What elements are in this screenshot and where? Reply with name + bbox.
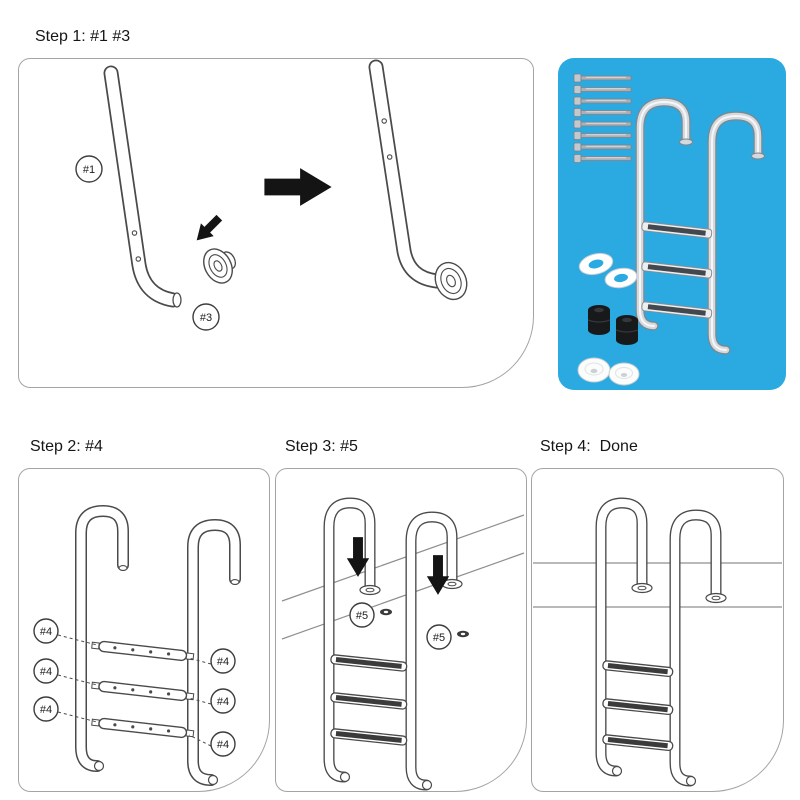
step2-title: Step 2: #4 xyxy=(30,438,103,455)
step4-diagram xyxy=(533,497,782,787)
step-slat xyxy=(330,692,408,710)
step4-title: Step 4: Done xyxy=(540,438,638,455)
svg-text:#4: #4 xyxy=(40,666,52,678)
part-label-4: #4 xyxy=(210,731,236,757)
svg-text:#3: #3 xyxy=(200,312,212,324)
step3-panel: #5 #5 xyxy=(275,468,527,792)
step-slat xyxy=(330,728,408,746)
parts-illustration xyxy=(558,58,786,390)
insert-arrow-icon xyxy=(196,214,223,241)
part-label-3: #3 xyxy=(192,303,220,331)
step1-panel: #1 #3 xyxy=(18,58,534,388)
part-label-4: #4 xyxy=(210,648,236,674)
svg-text:#4: #4 xyxy=(40,626,52,638)
svg-text:#4: #4 xyxy=(40,704,52,716)
ladder-frame xyxy=(323,497,458,791)
part-label-4: #4 xyxy=(33,696,59,722)
step-slat xyxy=(91,680,195,702)
parts-photo-panel xyxy=(558,58,786,390)
down-arrow-icon xyxy=(426,555,450,595)
washers-group xyxy=(578,252,638,289)
step-slat xyxy=(602,698,674,716)
step2-diagram: #4 #4 #4 #4 #4 #4 xyxy=(33,504,241,786)
caps-group xyxy=(577,357,640,386)
step3-diagram: #5 #5 xyxy=(281,497,525,791)
step2-panel: #4 #4 #4 #4 #4 #4 xyxy=(18,468,270,792)
ladder-frame xyxy=(75,504,241,786)
blue-background xyxy=(558,58,786,390)
rail-tube-after xyxy=(368,59,468,301)
pool-deck-edge xyxy=(533,562,782,608)
down-arrow-icon xyxy=(346,537,370,577)
step-slat xyxy=(91,717,195,739)
deck-flange xyxy=(631,582,653,594)
step-slat xyxy=(330,654,408,672)
part-label-4: #4 xyxy=(33,618,59,644)
step4-panel xyxy=(531,468,784,792)
deck-flange xyxy=(705,592,727,604)
part-label-5: #5 xyxy=(349,602,375,628)
svg-text:#4: #4 xyxy=(217,656,229,668)
part-label-1: #1 xyxy=(75,155,103,183)
step3-title: Step 3: #5 xyxy=(285,438,358,455)
escutcheon-icon xyxy=(380,608,392,616)
step-slat xyxy=(602,660,674,678)
cap-part xyxy=(203,248,237,284)
step-slat xyxy=(602,734,674,752)
svg-text:#5: #5 xyxy=(433,632,445,644)
part-label-4: #4 xyxy=(33,658,59,684)
pool-deck-edge xyxy=(281,514,525,640)
product-ladder xyxy=(635,97,765,355)
step-slat xyxy=(91,640,195,662)
ladder-frame xyxy=(595,497,722,787)
svg-text:#5: #5 xyxy=(356,610,368,622)
step1-title: Step 1: #1 #3 xyxy=(35,28,131,45)
step1-diagram: #1 #3 xyxy=(75,59,468,331)
part-label-4: #4 xyxy=(210,688,236,714)
part-label-5: #5 xyxy=(426,624,452,650)
rail-tube-before xyxy=(103,65,182,308)
bumpers-group xyxy=(587,305,639,345)
escutcheon-icon xyxy=(457,630,469,638)
svg-text:#4: #4 xyxy=(217,739,229,751)
deck-flange xyxy=(359,584,381,596)
svg-text:#1: #1 xyxy=(83,164,95,176)
next-arrow-icon xyxy=(264,168,332,206)
svg-text:#4: #4 xyxy=(217,696,229,708)
